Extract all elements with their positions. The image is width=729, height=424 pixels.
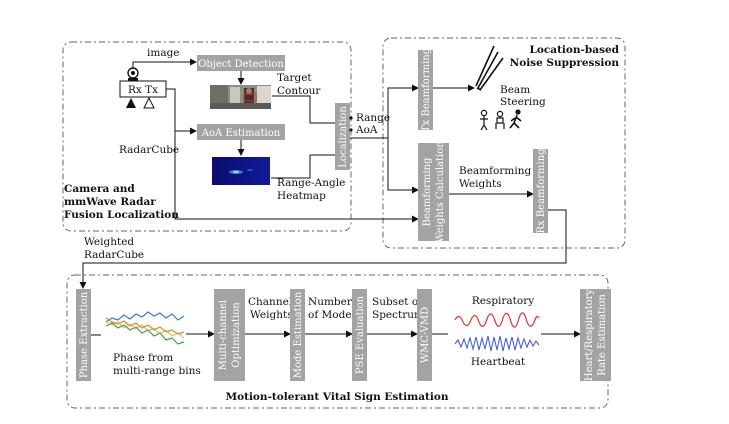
pse-evaluation-box (352, 289, 367, 381)
beam-steering-label-2: Steering (500, 96, 546, 108)
bf-weights-label-1: Beamforming (459, 165, 531, 177)
rx-tx-label: Rx Tx (128, 84, 158, 96)
multichannel-opt-box (214, 289, 245, 381)
wmc-vmd-box (417, 289, 432, 381)
rate-estimation-label-2: Rate Estimation (597, 294, 608, 376)
rx-beamforming-box (533, 149, 548, 233)
rate-estimation-box (580, 289, 611, 381)
subset-spectrum-label-2: Spectrum (372, 309, 424, 321)
heartbeat-label: Heartbeat (471, 356, 526, 368)
bf-weights-calc-box (418, 143, 449, 241)
respiratory-label: Respiratory (472, 295, 534, 307)
fusion-region-boundary (62, 41, 352, 232)
phase-from-label-2: multi-range bins (113, 365, 201, 377)
tx-beamforming-label: Tx Beamforming (421, 47, 432, 132)
object-detection-box (197, 55, 285, 71)
camera-image-thumbnail (210, 85, 271, 109)
weighted-radarcube-label-2: RadarCube (84, 249, 144, 261)
number-of-mode-label-1: Number (308, 296, 353, 308)
sitting-person-icon (495, 110, 505, 129)
aoa-label: AoA (355, 124, 378, 136)
aoa-estimation-label: AoA Estimation (201, 128, 281, 139)
bf-weights-calc-label-1: Beamforming (422, 157, 433, 226)
camera-icon (127, 67, 139, 81)
heartbeat-waveform (454, 335, 540, 352)
wmc-vmd-label: WMC-VMD (420, 307, 431, 363)
vital-region-title: Motion-tolerant Vital Sign Estimation (225, 391, 448, 403)
localization-label: Localization (338, 106, 349, 168)
range-angle-heatmap (212, 157, 270, 185)
bf-weights-calc-label-2: Weights Calculation (435, 141, 446, 243)
channel-weights-label-1: Channel (248, 296, 293, 308)
rate-estimation-label-1: Heart/Respiratory (584, 289, 595, 382)
aoa-estimation-box (197, 124, 285, 140)
multi-range-phase-curves (105, 311, 185, 345)
fusion-region-title-1: Camera and (64, 183, 135, 195)
phase-extraction-box (76, 289, 91, 381)
object-detection-label: Object Detection (198, 59, 284, 70)
walking-person-icon (509, 109, 522, 129)
noise-region-title-2: Noise Suppression (510, 57, 620, 69)
mode-estimation-box (290, 289, 305, 381)
channel-weights-label-2: Weights (250, 309, 293, 321)
number-of-mode-label-2: of Mode (308, 309, 352, 321)
vital-region-boundary (66, 274, 609, 409)
respiratory-waveform (454, 312, 540, 328)
target-contour-label-2: Contour (277, 85, 321, 97)
weighted-radarcube-label-1: Weighted (84, 236, 134, 248)
fusion-region-title-3: Fusion Localization (64, 209, 179, 221)
phase-extraction-label: Phase Extraction (79, 291, 90, 378)
noise-region-boundary (382, 37, 626, 249)
localization-box (335, 103, 350, 170)
noise-region-title-1: Location-based (530, 44, 620, 56)
standing-person-icon (480, 109, 488, 131)
heatmap-label-1: Range-Angle (277, 177, 345, 189)
bf-weights-label-2: Weights (459, 178, 502, 190)
range-label: Range (356, 112, 390, 124)
subset-spectrum-label-1: Subset of (372, 296, 423, 308)
radarcube-label: RadarCube (119, 144, 179, 156)
pse-evaluation-label: PSE Evaluation (355, 295, 366, 374)
fusion-region-title-2: mmWave Radar (64, 196, 156, 208)
antenna-icon (126, 96, 155, 109)
image-label: image (147, 47, 180, 59)
target-contour-label-1: Target (277, 72, 312, 84)
tx-beamforming-box (418, 50, 433, 130)
multichannel-opt-label-2: Optimization (231, 302, 242, 368)
rx-beamforming-label: Rx Beamforming (536, 148, 547, 234)
multichannel-opt-label-1: Multi-channel (218, 300, 229, 370)
heatmap-label-2: Heatmap (277, 190, 326, 202)
beam-steering-icon (475, 45, 504, 91)
mode-estimation-label: Mode Estimation (293, 291, 304, 378)
beam-steering-label-1: Beam (500, 84, 530, 96)
phase-from-label-1: Phase from (113, 352, 173, 364)
